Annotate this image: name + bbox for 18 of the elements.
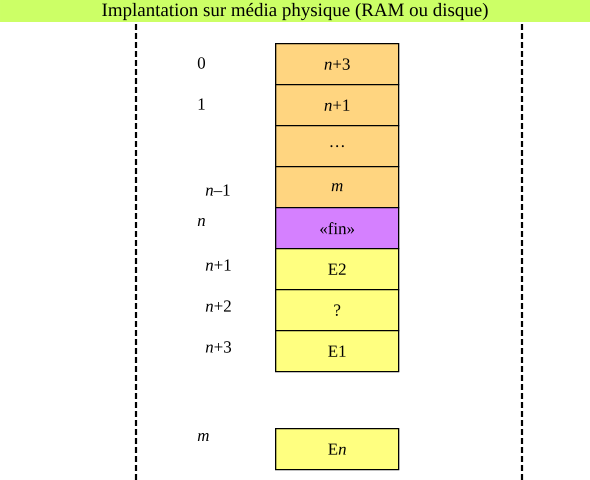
memory-cell: E2	[275, 248, 400, 290]
memory-cell: m	[275, 166, 400, 208]
memory-cell: n+3	[275, 43, 400, 86]
memory-cell: $\mathrm{E}\mathit{n}$	[275, 428, 400, 470]
memory-cell: n+1	[275, 84, 400, 126]
address-label: m	[198, 433, 209, 441]
memory-cell: ?	[275, 289, 400, 332]
memory-cell: E1	[275, 330, 400, 372]
address-label: 1	[198, 98, 205, 110]
address-label: n+1	[206, 259, 231, 271]
address-label: n+2	[206, 300, 231, 312]
memory-cell: …	[275, 125, 400, 168]
address-label: n–1	[206, 184, 230, 196]
address-label: n+3	[206, 341, 232, 353]
title-band: Implantation sur média physique (RAM ou disque)	[0, 0, 590, 22]
address-label: 0	[198, 57, 206, 69]
memory-cell: «fin»	[275, 206, 400, 250]
address-label: n	[198, 218, 205, 226]
